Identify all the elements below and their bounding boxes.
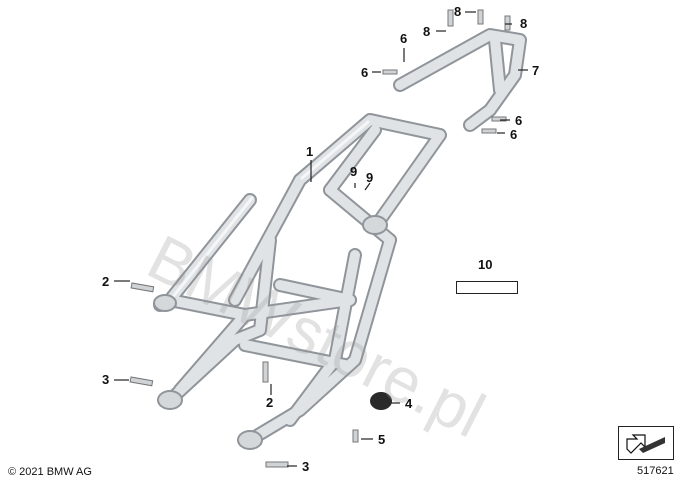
callout-2b: 2 [266,395,274,410]
callout-4: 4 [405,396,413,411]
bolts [129,9,511,468]
main-frame [153,113,447,450]
callout-10: 10 [478,257,493,272]
navigation-box[interactable] [618,426,674,460]
callout-7: 7 [532,63,540,78]
callout-3a: 3 [102,372,110,387]
callout-9b: 9 [366,170,374,185]
callout-2a: 2 [102,274,110,289]
copyright-text: © 2021 BMW AG [8,466,92,478]
callout-6a: 6 [361,65,369,80]
callout-8c: 8 [520,16,528,31]
leader-lines [114,11,528,467]
callout-8b: 8 [454,4,462,19]
reference-box [456,281,518,294]
callout-5: 5 [378,432,386,447]
callout-6c: 6 [515,113,523,128]
callout-3b: 3 [302,459,310,474]
callout-6b: 6 [400,31,408,46]
rear-subframe [393,28,527,132]
arrow-icon [626,434,665,454]
callout-9a: 9 [350,164,358,179]
callout-8a: 8 [423,24,431,39]
rubber-cap [370,392,392,410]
document-number: 517621 [637,465,674,477]
callout-1: 1 [306,144,314,159]
callout-6d: 6 [510,127,518,142]
